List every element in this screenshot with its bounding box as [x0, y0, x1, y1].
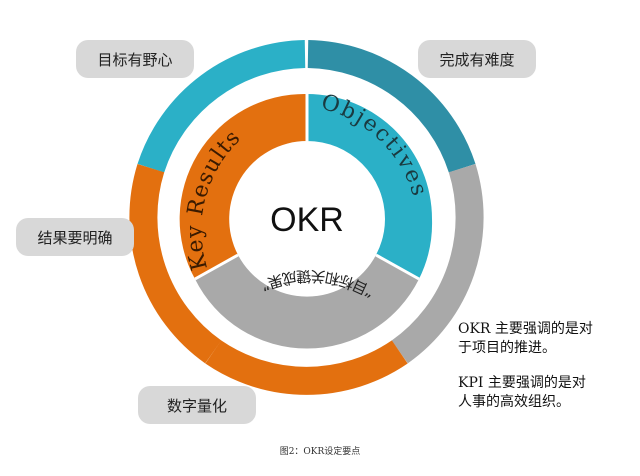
- label-quantified: 数字量化: [138, 386, 256, 424]
- kpi-note-line1: KPI 主要强调的是对: [458, 375, 586, 391]
- separator-right: [375, 253, 420, 281]
- okr-note-line1: OKR 主要强调的是对: [458, 321, 593, 337]
- outer-ring-top-right-segment: [307, 40, 476, 173]
- outer-ring-left-segment: [129, 164, 222, 364]
- okr-note-line2: 于项目的推进。: [458, 340, 556, 356]
- kpi-note-line2: 人事的高效组织。: [458, 394, 570, 410]
- label-hard-to-complete: 完成有难度: [418, 40, 536, 78]
- outer-ring-bottom-segment: [205, 340, 408, 395]
- outer-ring-top-left-segment: [137, 40, 306, 173]
- inner-ring-objectives-extension: [376, 219, 433, 279]
- center-disk: [231, 143, 383, 295]
- center-label: OKR: [270, 201, 344, 239]
- inner-ring-objectives-segment: [307, 94, 432, 219]
- label-clear-results: 结果要明确: [16, 218, 134, 256]
- outer-ring-right-segment: [391, 164, 484, 364]
- separator-left: [194, 253, 239, 281]
- figure-caption: 图2：OKR设定要点: [279, 447, 361, 457]
- inner-ring-bottom-segment: [195, 255, 419, 349]
- label-ambitious-goal: 目标有野心: [76, 40, 194, 78]
- inner-ring-key-results-segment: [179, 93, 307, 279]
